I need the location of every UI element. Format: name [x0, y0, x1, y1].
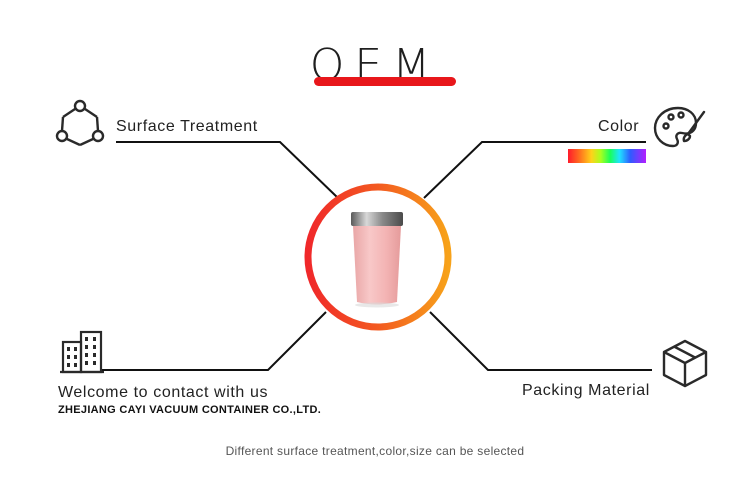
color-spectrum-bar	[568, 149, 646, 163]
line-surface	[116, 141, 339, 199]
title-underline	[314, 77, 456, 86]
building-icon	[60, 330, 104, 374]
palette-icon	[653, 106, 706, 148]
line-contact	[100, 311, 327, 371]
line-packing	[429, 311, 652, 371]
packing-material-label: Packing Material	[522, 382, 650, 399]
surface-treatment-label: Surface Treatment	[116, 118, 258, 135]
line-color	[423, 141, 646, 199]
tumbler-image	[351, 212, 403, 308]
company-name: ZHEJIANG CAYI VACUUM CONTAINER CO.,LTD.	[58, 404, 322, 416]
contact-label: Welcome to contact with us	[58, 384, 269, 401]
footer-note: Different surface treatment,color,size c…	[225, 444, 525, 458]
hexagon-nodes-icon	[55, 99, 105, 147]
color-label: Color	[598, 118, 640, 135]
box-icon	[662, 339, 708, 388]
